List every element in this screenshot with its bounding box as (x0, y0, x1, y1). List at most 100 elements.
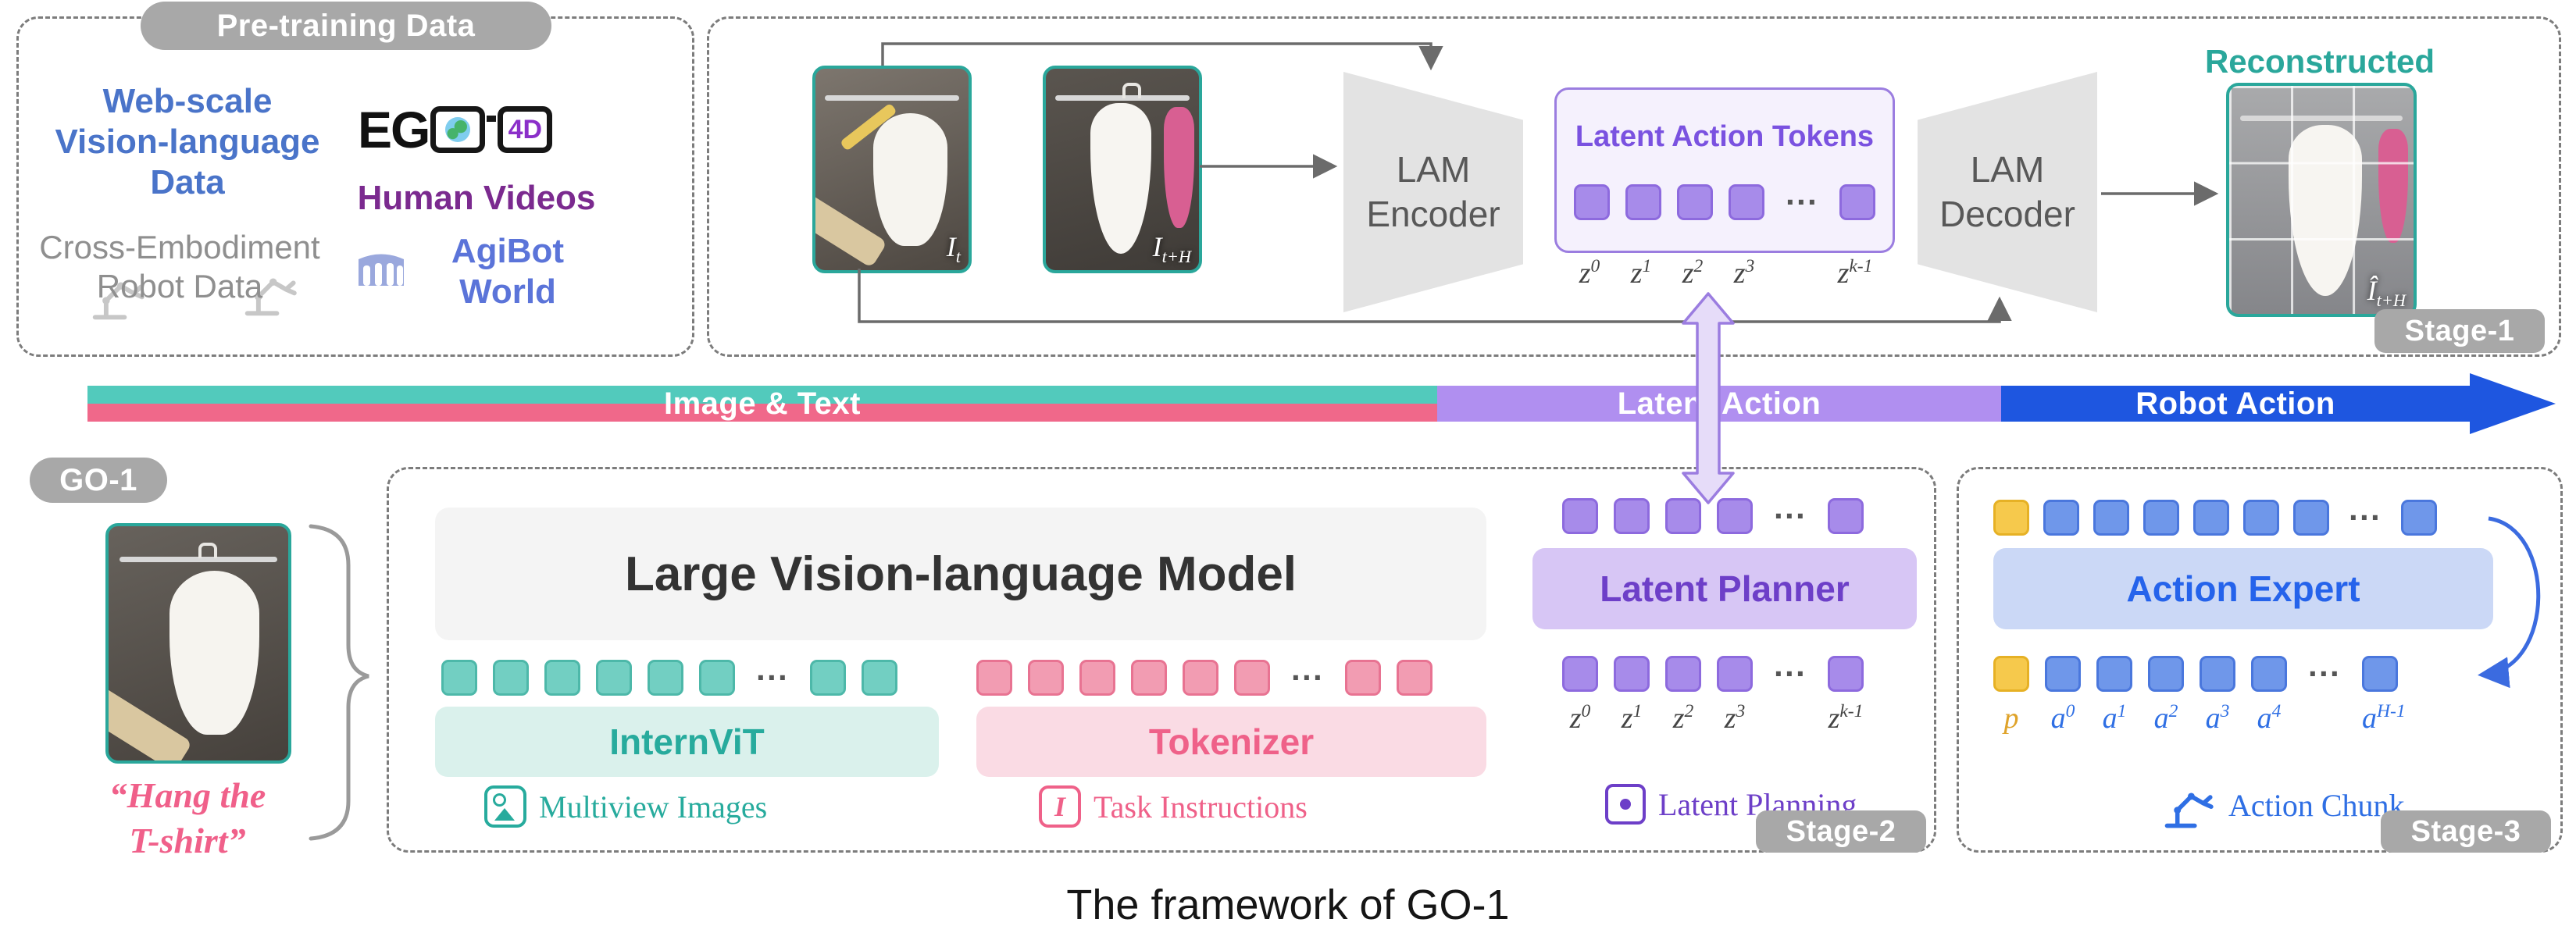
latent-token-row: ··· (1574, 184, 1875, 220)
token-dots: ··· (2308, 655, 2341, 692)
multiview-images-label: Multiview Images (539, 789, 768, 825)
reconstructed-image-label: Ît+H (2367, 274, 2406, 310)
token (2045, 656, 2081, 692)
latent-planner-box: Latent Planner (1532, 548, 1917, 629)
token (1183, 660, 1218, 696)
action-bottom-token-row: ··· (1993, 656, 2398, 692)
token (648, 660, 683, 696)
token (1839, 184, 1875, 220)
hanger-hook (1122, 83, 1141, 99)
task-instructions-caption: I Task Instructions (1039, 785, 1308, 828)
token-dots: ··· (1786, 183, 1818, 220)
human-videos-label: Human Videos (357, 179, 596, 217)
token (2193, 500, 2229, 536)
ego4d-glasses-left-icon (430, 106, 486, 153)
hanger-hook (198, 543, 217, 558)
token (1562, 656, 1598, 692)
token-label: p (2003, 702, 2019, 735)
token (1717, 656, 1753, 692)
tokenizer-box: Tokenizer (976, 707, 1486, 777)
stage2-pill-label: Stage-2 (1786, 814, 1896, 848)
text-token-row: ··· (976, 660, 1432, 696)
bar-arrowhead (2470, 373, 2556, 434)
token (1028, 660, 1064, 696)
ego4d-glasses-bridge-icon (487, 116, 497, 122)
bar-robot-action-label: Robot Action (2135, 386, 2335, 421)
token (2096, 656, 2132, 692)
vision-token-row: ··· (441, 660, 897, 696)
token (2143, 500, 2179, 536)
reconstructed-label: Reconstructed (2204, 43, 2435, 80)
token-dots: ··· (1774, 497, 1807, 534)
pretraining-data-box (16, 16, 694, 357)
stage3-pill-label: Stage-3 (2410, 814, 2521, 848)
planner-top-token-row: ··· (1562, 498, 1864, 534)
image-t-label: It (946, 230, 961, 266)
token (1828, 656, 1864, 692)
reconstructed-image: Ît+H (2226, 83, 2417, 317)
token (2200, 656, 2235, 692)
clothes-rail (119, 557, 278, 562)
white-dress (1090, 102, 1152, 255)
token (1397, 660, 1432, 696)
token (493, 660, 529, 696)
token (1234, 660, 1270, 696)
stage1-pill: Stage-1 (2374, 309, 2545, 353)
go1-pill-label: GO-1 (59, 462, 137, 497)
cross-embodiment-label: Cross-Embodiment Robot Data (39, 229, 320, 305)
token (1993, 656, 2029, 692)
latent-action-tokens-title: Latent Action Tokens (1575, 120, 1875, 153)
ego4d-4d-text: 4D (508, 114, 543, 144)
token (2293, 500, 2329, 536)
bar-image-text-segment: Image & Text (87, 386, 1437, 422)
latent-action-tokens-box: Latent Action Tokens ··· (1554, 87, 1895, 253)
token (544, 660, 580, 696)
token (441, 660, 477, 696)
go1-pill: GO-1 (30, 458, 167, 503)
token (1828, 498, 1864, 534)
token (1993, 500, 2029, 536)
token (1574, 184, 1610, 220)
stage2-pill: Stage-2 (1756, 810, 1926, 853)
token (2093, 500, 2129, 536)
image-t-plus-h-label: It+H (1152, 230, 1191, 266)
token (596, 660, 632, 696)
ego4d-logo: EG 4D (358, 100, 553, 159)
token (2401, 500, 2437, 536)
pink-garment (1163, 107, 1195, 228)
action-top-token-row: ··· (1993, 500, 2437, 536)
internvit-label: InternViT (609, 721, 765, 762)
bar-latent-action-label: Latent Action (1617, 386, 1821, 421)
robot-arm-icon (2164, 792, 2214, 828)
token (2362, 656, 2398, 692)
robot-arm-faint-icon (244, 278, 297, 316)
observation-image-t-plus-h: It+H (1043, 66, 1202, 273)
token (1665, 498, 1701, 534)
stage1-pill-label: Stage-1 (2404, 314, 2515, 347)
figure-caption: The framework of GO-1 (1066, 882, 1510, 928)
token (1614, 498, 1650, 534)
ego4d-text: EG (358, 101, 430, 158)
white-shirt (169, 571, 260, 735)
action-expert-label: Action Expert (2126, 568, 2360, 609)
pretraining-title-label: Pre-training Data (216, 8, 476, 43)
go1-input-image (105, 523, 291, 764)
robot-arm-faint-icon (92, 282, 144, 320)
token (1677, 184, 1713, 220)
internvit-box: InternViT (435, 707, 939, 777)
